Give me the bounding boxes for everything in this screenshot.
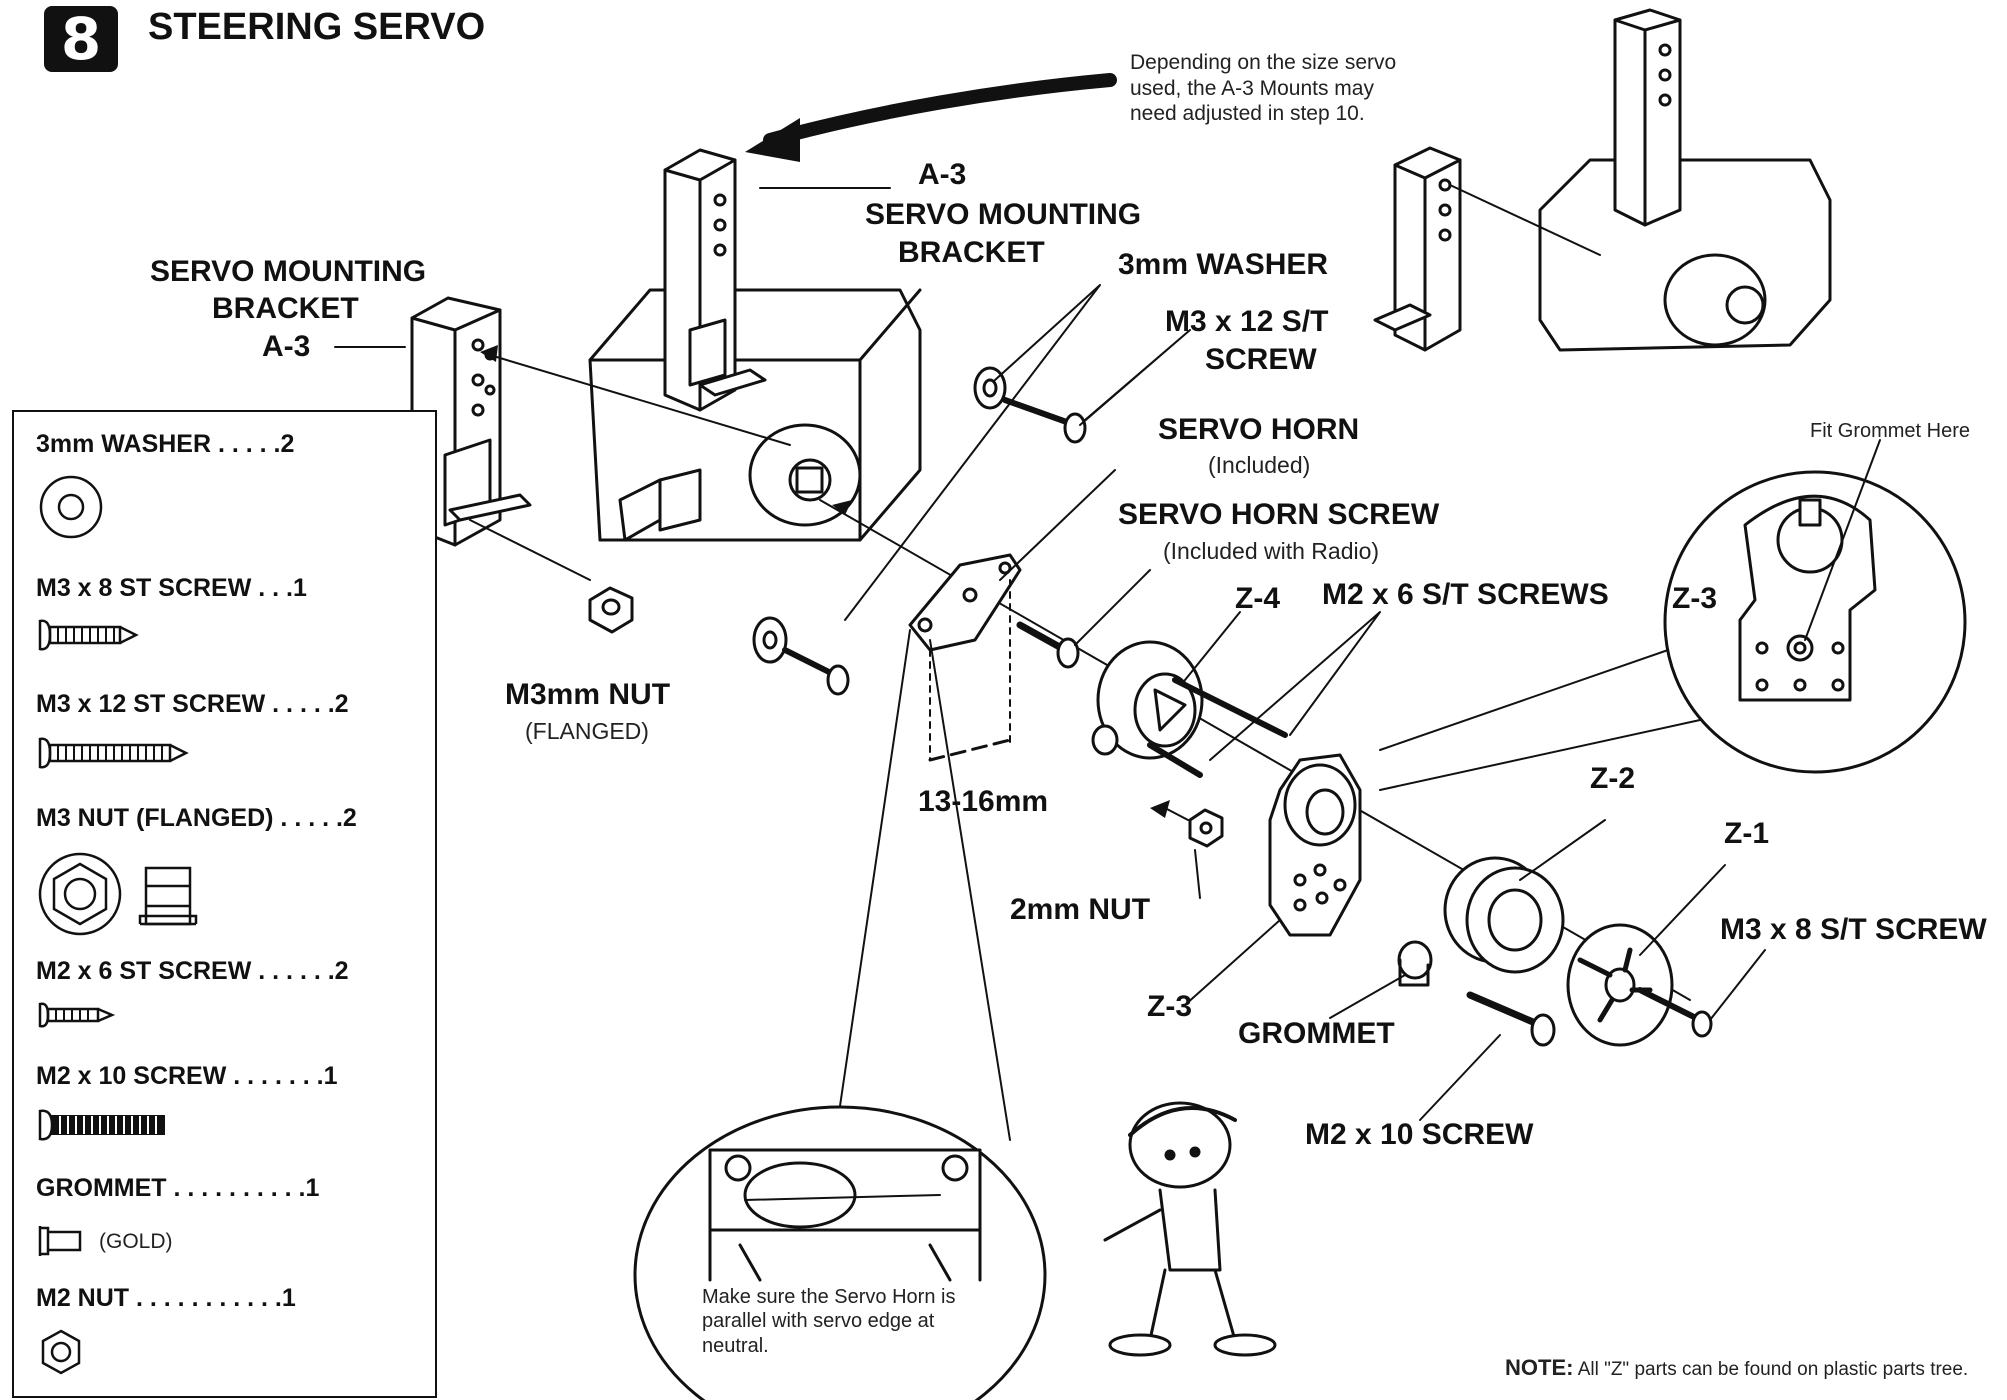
label-z3-detail: Z-3 <box>1672 582 1717 615</box>
step-title: STEERING SERVO <box>148 6 486 48</box>
flanged-nut-icon <box>38 852 198 936</box>
m2x10-screw-drawing <box>1466 991 1544 1029</box>
label-servo-horn: SERVO HORN <box>1158 413 1360 446</box>
machine-screw-icon <box>38 1109 165 1141</box>
grommet-gold-note: (GOLD) <box>99 1230 173 1253</box>
parts-list-item-m3-nut: M3 NUT (FLANGED) . . . . .2 <box>36 804 357 832</box>
callout-arrow <box>763 73 1117 147</box>
z4-drawing <box>1091 640 1204 760</box>
label-a3-name-line2: BRACKET <box>898 236 1045 269</box>
bottom-note-bold: NOTE: <box>1505 1355 1574 1380</box>
label-washer: 3mm WASHER <box>1118 248 1329 281</box>
parts-list-item-m2x6: M2 x 6 ST SCREW . . . . . .2 <box>36 957 349 985</box>
z3-detail-circle <box>1379 439 1967 791</box>
assembled-view <box>1373 8 1832 352</box>
label-a3-name-line1: SERVO MOUNTING <box>865 198 1142 231</box>
label-m3x8: M3 x 8 S/T SCREW <box>1720 913 1987 946</box>
z3-drawing <box>1268 753 1362 937</box>
label-m3x12-line2: SCREW <box>1205 343 1317 376</box>
label-servo-horn-sub: (Included) <box>1208 452 1311 478</box>
short-screw-icon <box>38 619 139 651</box>
parts-list-item-washer: 3mm WASHER . . . . .2 <box>36 430 295 458</box>
parts-list-item-m2-nut: M2 NUT . . . . . . . . . . .1 <box>36 1284 296 1312</box>
label-m2x10: M2 x 10 SCREW <box>1305 1118 1534 1151</box>
servo-center <box>588 288 922 542</box>
label-m3-nut-sub: (FLANGED) <box>525 718 649 744</box>
label-m3-nut: M3mm NUT <box>505 678 671 711</box>
z1-drawing <box>1566 923 1674 1047</box>
bottom-note-text: All "Z" parts can be found on plastic pa… <box>1577 1359 1969 1380</box>
z2-drawing <box>1443 856 1565 974</box>
grommet-icon <box>38 1226 82 1256</box>
label-servo-horn-screw-sub: (Included with Radio) <box>1163 538 1380 564</box>
callout-note: Depending on the size servo used, the A-… <box>1130 51 1397 126</box>
small-nut-icon <box>41 1329 81 1375</box>
label-detail-note: Make sure the Servo Horn is parallel wit… <box>702 1286 956 1357</box>
label-left-bracket-line2: BRACKET <box>212 292 359 325</box>
horn-screw-drawing <box>1016 621 1069 654</box>
label-z3: Z-3 <box>1147 990 1192 1023</box>
washer-icon <box>39 475 103 539</box>
label-left-bracket-code: A-3 <box>262 330 311 363</box>
label-dimension: 13-16mm <box>918 785 1049 818</box>
screw-lower <box>782 647 838 678</box>
label-grommet: GROMMET <box>1238 1017 1395 1050</box>
parts-list-item-m2x10: M2 x 10 SCREW . . . . . . .1 <box>36 1062 338 1090</box>
tiny-screw-icon <box>38 1002 116 1028</box>
parts-list-item-grommet: GROMMET . . . . . . . . . .1 <box>36 1174 320 1202</box>
mascot-drawing <box>1103 1101 1277 1357</box>
parts-list-item-m3x8: M3 x 8 ST SCREW . . .1 <box>36 574 307 602</box>
label-2mm-nut: 2mm NUT <box>1010 893 1151 926</box>
label-z4: Z-4 <box>1235 582 1280 615</box>
bottom-note: NOTE: All "Z" parts can be found on plas… <box>1505 1355 2000 1382</box>
washer-lower <box>752 616 788 664</box>
parts-list-item-m3x12: M3 x 12 ST SCREW . . . . .2 <box>36 690 349 718</box>
neutral-detail-bubble <box>633 629 1047 1400</box>
parts-list-box: 3mm WASHER . . . . .2 M3 x 8 ST SCREW . … <box>12 410 437 1398</box>
m3-nut-drawing <box>588 586 634 634</box>
label-servo-horn-screw: SERVO HORN SCREW <box>1118 498 1440 531</box>
label-a3-code: A-3 <box>918 158 967 191</box>
grommet-drawing <box>1397 940 1433 987</box>
label-m2x6: M2 x 6 S/T SCREWS <box>1322 578 1609 611</box>
screw-upper <box>1002 397 1078 428</box>
long-screw-icon <box>38 737 189 769</box>
step-number-badge: 8 <box>44 6 118 72</box>
label-m3x12-line1: M3 x 12 S/T <box>1165 305 1329 338</box>
callout-arrowhead <box>745 118 800 162</box>
servo-horn-drawing <box>908 553 1022 652</box>
label-z2: Z-2 <box>1590 762 1635 795</box>
label-z1: Z-1 <box>1724 817 1769 850</box>
label-fit-grommet: Fit Grommet Here <box>1810 420 1971 442</box>
label-left-bracket-line1: SERVO MOUNTING <box>150 255 427 288</box>
a3-bracket-upper <box>663 148 767 412</box>
two-mm-nut-drawing <box>1188 808 1224 848</box>
